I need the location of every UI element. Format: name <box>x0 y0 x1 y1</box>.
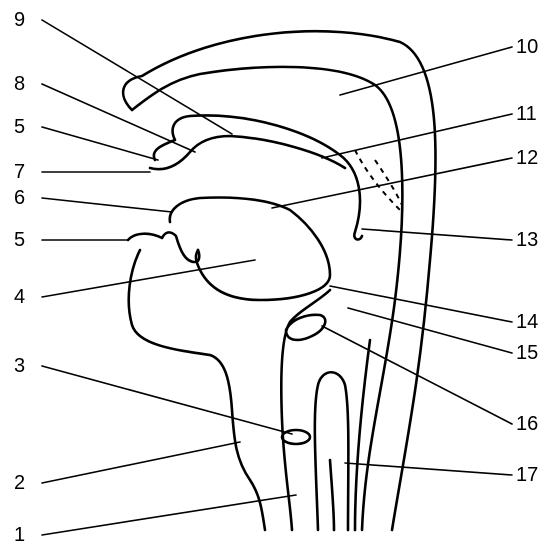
label-8: 8 <box>14 73 25 95</box>
label-9: 9 <box>14 9 25 31</box>
label-4: 4 <box>14 286 25 308</box>
base-line-a <box>330 460 334 530</box>
leader-8 <box>42 84 195 152</box>
leader-14 <box>330 286 512 322</box>
leader-16 <box>322 326 512 424</box>
leader-17 <box>345 463 512 475</box>
dashed-region <box>355 150 400 210</box>
label-12: 12 <box>516 147 538 169</box>
leader-1 <box>42 495 296 535</box>
label-17: 17 <box>516 464 538 486</box>
leader-9 <box>42 20 232 134</box>
label-1: 1 <box>14 524 25 544</box>
leader-5a <box>42 127 158 160</box>
leader-11 <box>322 114 512 158</box>
label-6: 6 <box>14 187 25 209</box>
leader-6 <box>42 198 172 212</box>
label-15: 15 <box>516 342 538 364</box>
label-11: 11 <box>516 103 537 125</box>
leader-3 <box>42 366 292 434</box>
label-5-lower: 5 <box>14 229 25 251</box>
front-contour <box>129 250 265 530</box>
upper-arch-outline <box>123 31 435 530</box>
upper-structure-outline <box>154 115 362 239</box>
leader-13 <box>362 229 512 240</box>
inner-tube-outline <box>315 372 349 530</box>
label-10: 10 <box>516 36 538 58</box>
middle-structure-outline <box>170 198 330 301</box>
label-5-upper: 5 <box>14 116 25 138</box>
label-2: 2 <box>14 472 25 494</box>
lower-structure-outline <box>128 232 199 262</box>
label-13: 13 <box>516 229 538 251</box>
leader-2 <box>42 442 240 483</box>
leader-15 <box>348 308 512 353</box>
label-3: 3 <box>14 355 25 377</box>
label-7: 7 <box>14 161 25 183</box>
label-16: 16 <box>516 413 538 435</box>
label-14: 14 <box>516 311 538 333</box>
leader-10 <box>340 47 512 95</box>
